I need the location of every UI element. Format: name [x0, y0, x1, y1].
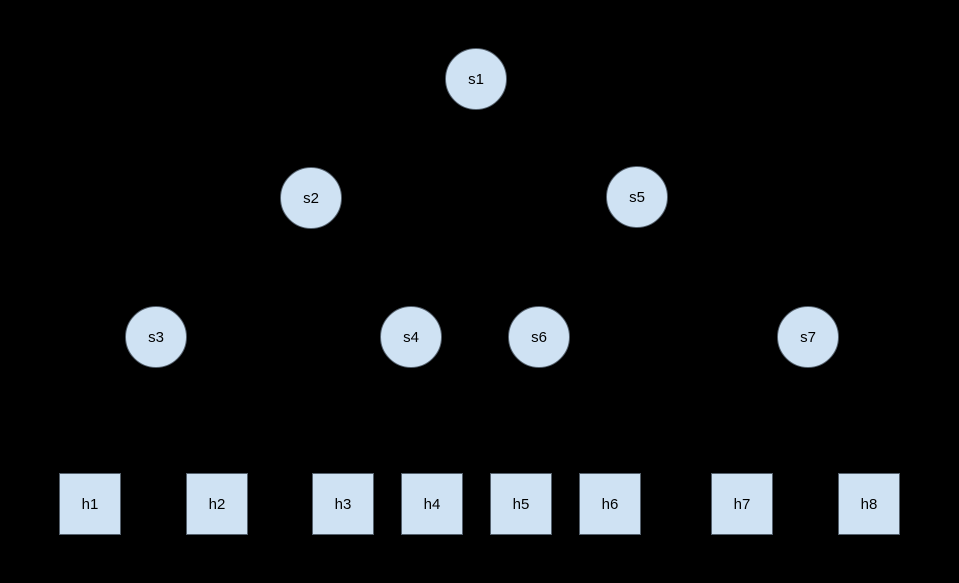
- node-h6: h6: [579, 473, 641, 535]
- node-s2: s2: [280, 167, 342, 229]
- node-s6: s6: [508, 306, 570, 368]
- node-h8: h8: [838, 473, 900, 535]
- node-h3: h3: [312, 473, 374, 535]
- node-h7: h7: [711, 473, 773, 535]
- node-s3: s3: [125, 306, 187, 368]
- node-h5: h5: [490, 473, 552, 535]
- node-s4: s4: [380, 306, 442, 368]
- node-s5: s5: [606, 166, 668, 228]
- node-s7: s7: [777, 306, 839, 368]
- node-h1: h1: [59, 473, 121, 535]
- node-h2: h2: [186, 473, 248, 535]
- node-s1: s1: [445, 48, 507, 110]
- node-h4: h4: [401, 473, 463, 535]
